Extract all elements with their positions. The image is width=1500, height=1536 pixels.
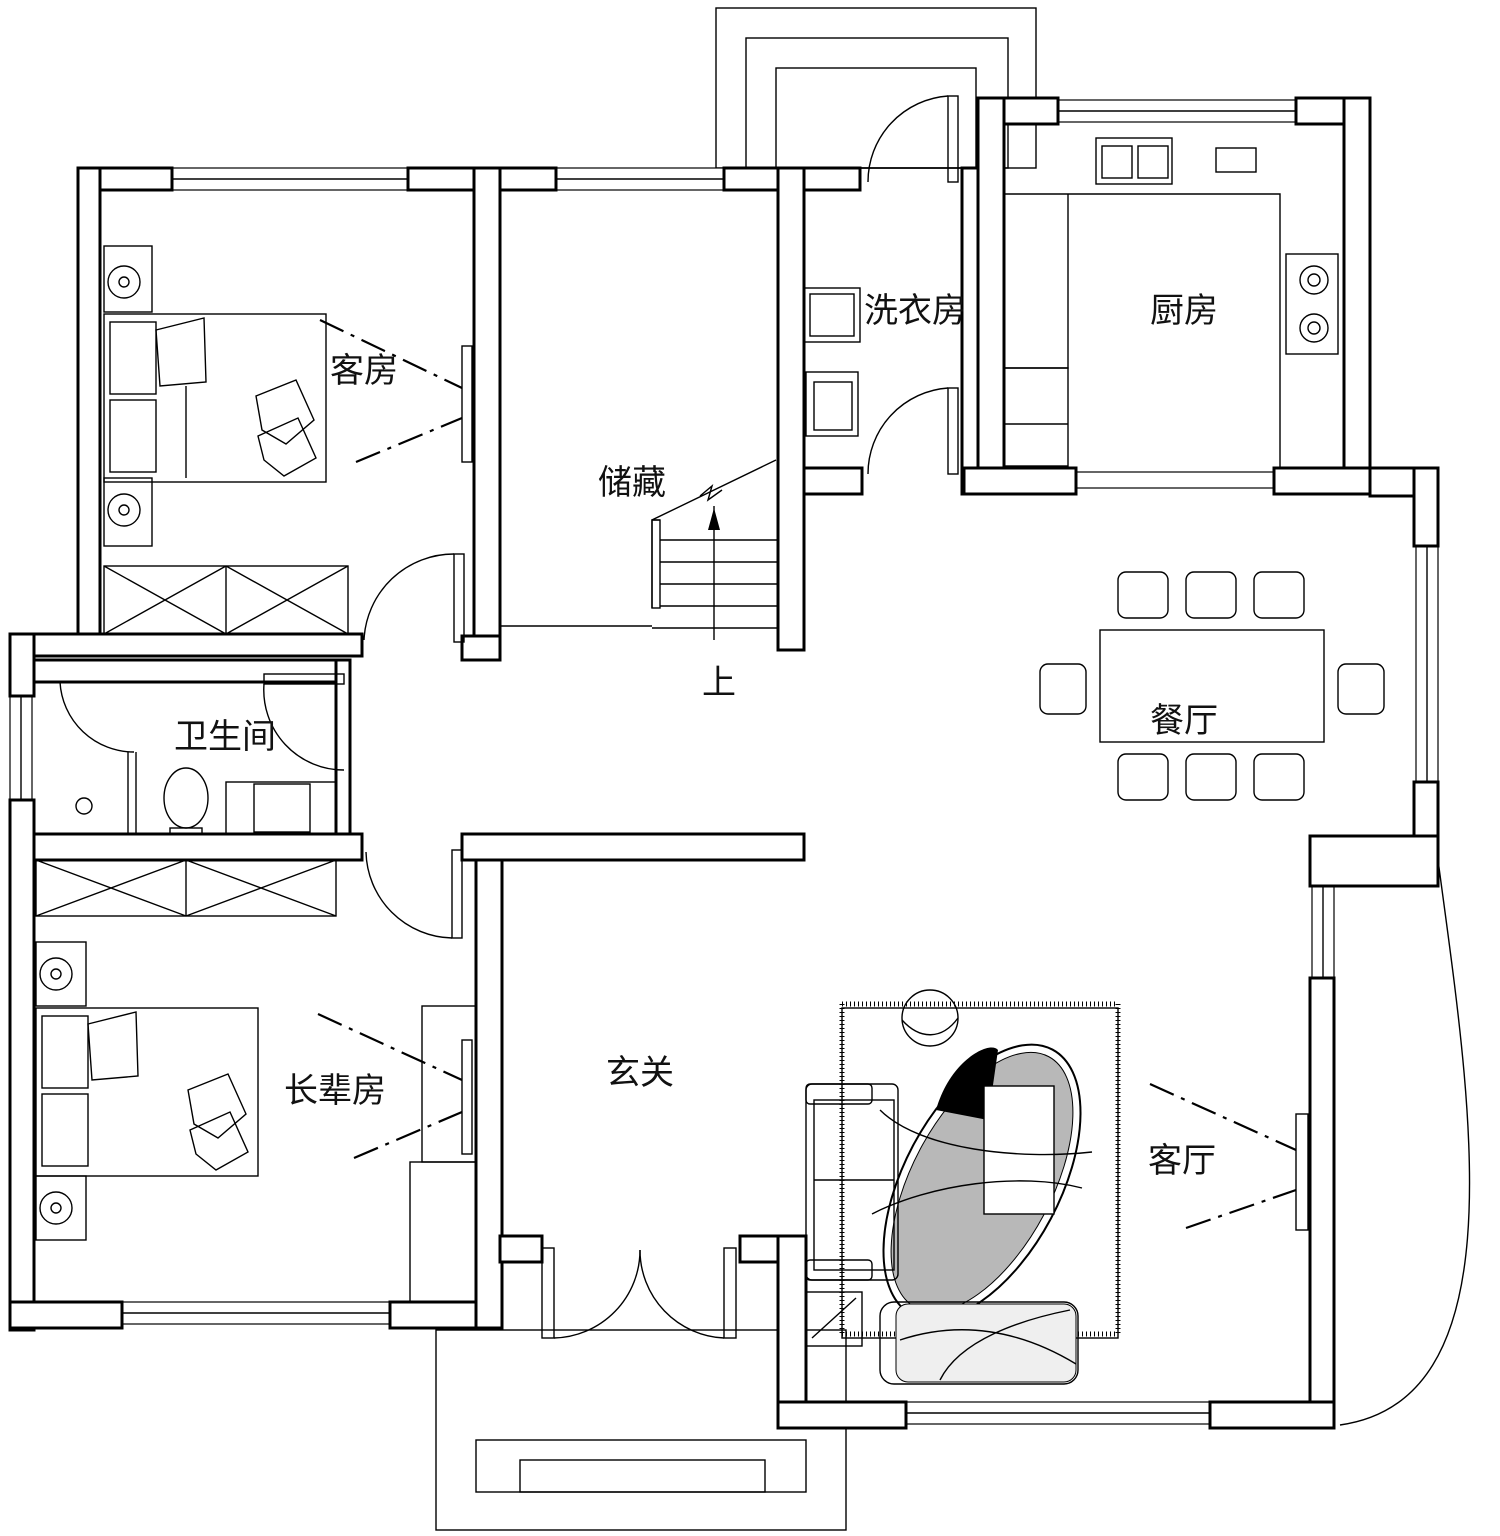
- room-label-living: 客厅: [1148, 1141, 1216, 1181]
- bed-icon: [35, 1007, 259, 1177]
- bed-icon: [103, 313, 327, 483]
- doors: [59, 95, 959, 1339]
- guest-room-furniture: [103, 245, 473, 635]
- lamp-icon: [901, 989, 959, 1047]
- coffee-table: [871, 1043, 1093, 1321]
- living-room-furniture: [805, 989, 1309, 1385]
- room-label-dining: 餐厅: [1150, 701, 1218, 741]
- dining-table-set: [1039, 571, 1385, 801]
- elder-room-furniture: [35, 859, 477, 1303]
- wardrobe: [103, 565, 349, 635]
- front-porch: [435, 1329, 847, 1531]
- laundry-fixtures: [803, 287, 861, 437]
- walls: [8, 96, 1440, 1430]
- room-label-bathroom: 卫生间: [174, 717, 276, 757]
- room-label-laundry: 洗衣房: [864, 291, 966, 331]
- windows: [9, 99, 1439, 1425]
- washbasin-icon: [225, 781, 337, 835]
- bathroom-fixtures: [75, 752, 337, 835]
- room-label-foyer: 玄关: [606, 1053, 674, 1093]
- wardrobe: [35, 859, 337, 917]
- room-label-guest: 客房: [330, 351, 398, 391]
- garden-outline: [1339, 859, 1471, 1426]
- sofa: [805, 1083, 899, 1281]
- stove-icon: [1285, 253, 1339, 355]
- sink-icon: [1095, 137, 1173, 185]
- room-label-elder: 长辈房: [284, 1071, 386, 1111]
- stair-up-label: 上: [702, 663, 736, 703]
- toilet-icon: [163, 767, 209, 835]
- staircase: [500, 459, 778, 640]
- room-label-kitchen: 厨房: [1150, 291, 1218, 331]
- side-table: [805, 1291, 863, 1347]
- room-label-storage: 储藏: [598, 463, 666, 503]
- armchair: [879, 1301, 1079, 1385]
- kitchen-fixtures: [1003, 137, 1339, 468]
